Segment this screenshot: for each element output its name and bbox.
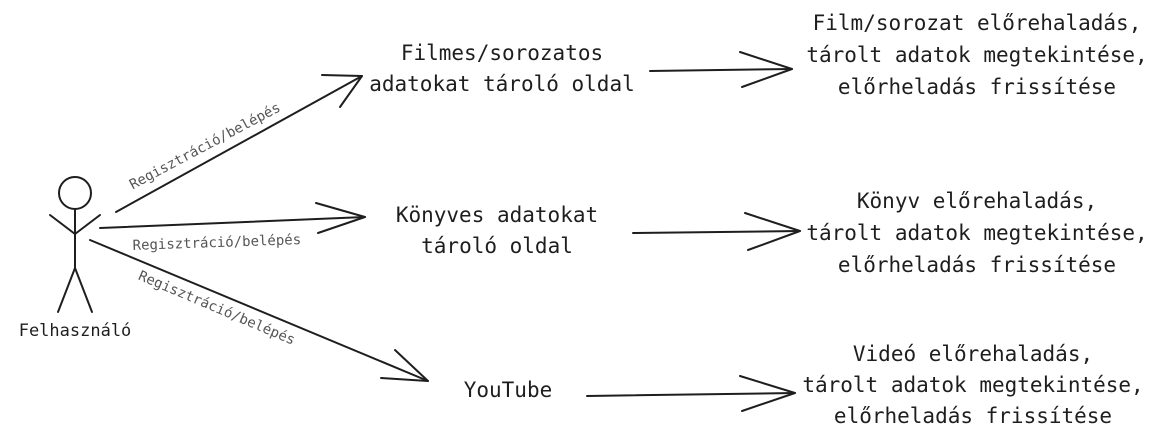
service-films-line-1: Filmes/sorozatos [401, 41, 603, 65]
service-youtube: YouTube [464, 378, 553, 402]
edge-to-books [99, 202, 366, 234]
arrowhead-to-books [315, 202, 366, 234]
outcome-films-line-3: előrheladás frissítése [838, 75, 1116, 99]
outcome-youtube-line-1: Videó előrehaladás, [853, 342, 1093, 366]
outcome-films-line-2: tárolt adatok megtekintése, [806, 43, 1147, 67]
edge-label-to-films: Regisztráció/belépés [127, 100, 283, 193]
arrow-line-to-books [99, 216, 366, 229]
edge-to-films [115, 74, 363, 213]
arrow-line-youtube-outcome [586, 392, 796, 397]
edge-books-to-outcome [632, 212, 801, 251]
outcome-books-line-1: Könyv előrehaladás, [857, 189, 1097, 213]
outcome-books-line-2: tárolt adatok megtekintése, [806, 221, 1147, 245]
outcome-books: Könyv előrehaladás, tárolt adatok megtek… [806, 189, 1147, 277]
actor-label: Felhasználó [19, 321, 132, 341]
edge-label-to-youtube: Regisztráció/belépés [136, 268, 297, 349]
arrow-line-to-films [115, 75, 363, 213]
arrowhead-to-films [321, 74, 363, 108]
arrowhead-books-outcome [744, 212, 801, 251]
outcome-youtube-line-2: tárolt adatok megtekintése, [802, 373, 1143, 397]
actor-arms [49, 214, 101, 235]
actor-legs [57, 267, 93, 313]
service-youtube-line-1: YouTube [464, 378, 553, 402]
arrowhead-youtube-outcome [739, 375, 796, 412]
arrowhead-films-outcome [739, 51, 793, 88]
service-books-line-2: tároló oldal [421, 234, 573, 258]
outcome-youtube: Videó előrehaladás, tárolt adatok megtek… [802, 342, 1143, 428]
actor-head [58, 176, 92, 210]
edge-films-to-outcome [649, 51, 793, 88]
arrowhead-to-youtube [380, 349, 429, 382]
edge-youtube-to-outcome [586, 375, 796, 412]
outcome-films-line-1: Film/sorozat előrehaladás, [813, 11, 1142, 35]
service-films: Filmes/sorozatos adatokat tároló oldal [369, 41, 635, 96]
outcome-books-line-3: előrheladás frissítése [838, 253, 1116, 277]
arrow-line-books-outcome [632, 230, 801, 234]
service-films-line-2: adatokat tároló oldal [369, 72, 635, 96]
arrow-line-to-youtube [89, 239, 429, 382]
outcome-youtube-line-3: előrheladás frissítése [834, 404, 1112, 428]
service-books: Könyves adatokat tároló oldal [396, 203, 598, 258]
actor-figure [49, 176, 101, 313]
edge-to-youtube [89, 239, 429, 382]
outcome-films: Film/sorozat előrehaladás, tárolt adatok… [806, 11, 1147, 99]
edge-label-to-books: Regisztráció/belépés [132, 232, 301, 254]
service-books-line-1: Könyves adatokat [396, 203, 598, 227]
arrow-line-films-outcome [649, 68, 793, 72]
